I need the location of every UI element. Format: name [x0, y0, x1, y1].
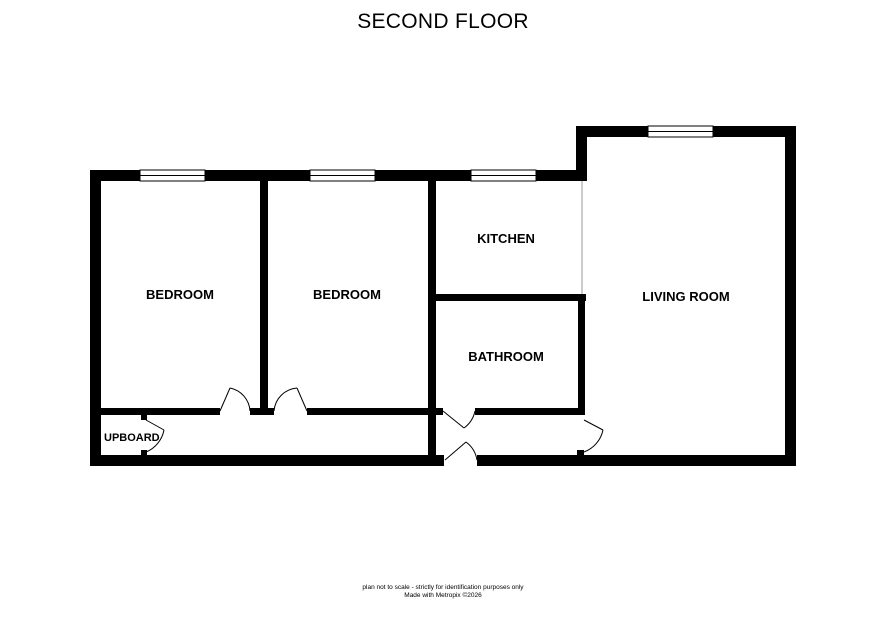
room-label-bedroom-1: BEDROOM: [146, 287, 214, 302]
room-label-living-room: LIVING ROOM: [642, 289, 729, 304]
door-bathroom: [442, 410, 476, 429]
door-bedroom-1: [219, 387, 251, 412]
wall-bathroom-right: [578, 294, 585, 415]
wall-corridor-2: [250, 408, 274, 415]
door-bedroom-2: [273, 387, 308, 412]
room-label-kitchen: KITCHEN: [477, 231, 535, 246]
wall-corridor-end: [428, 408, 436, 466]
doors: [145, 387, 604, 461]
footer-credit: Made with Metropix ©2026: [404, 592, 482, 599]
wall-stub-1: [141, 412, 147, 420]
door-entrance: [444, 441, 478, 461]
wall-stub-2: [141, 450, 147, 458]
wall-right: [785, 126, 796, 466]
room-label-bathroom: BATHROOM: [468, 349, 544, 364]
footer-disclaimer: plan not to scale - strictly for identif…: [362, 584, 524, 591]
wall-step: [576, 126, 587, 181]
wall-bottom-right: [477, 455, 796, 466]
wall-corridor-3: [307, 408, 443, 415]
wall-corridor-1: [95, 408, 220, 415]
wall-left: [90, 170, 101, 466]
floor-title: SECOND FLOOR: [357, 10, 529, 33]
door-cupboard: [145, 419, 165, 453]
room-label-cupboard: UPBOARD: [104, 432, 160, 444]
wall-bedroom-divider: [260, 175, 268, 415]
door-living-room: [583, 419, 604, 453]
room-label-bedroom-2: BEDROOM: [313, 287, 381, 302]
wall-corridor-4: [475, 408, 585, 415]
wall-kitchen-bottom: [432, 294, 586, 301]
windows: [139, 125, 714, 182]
wall-bottom-left: [90, 455, 444, 466]
wall-stub-3: [577, 450, 584, 458]
